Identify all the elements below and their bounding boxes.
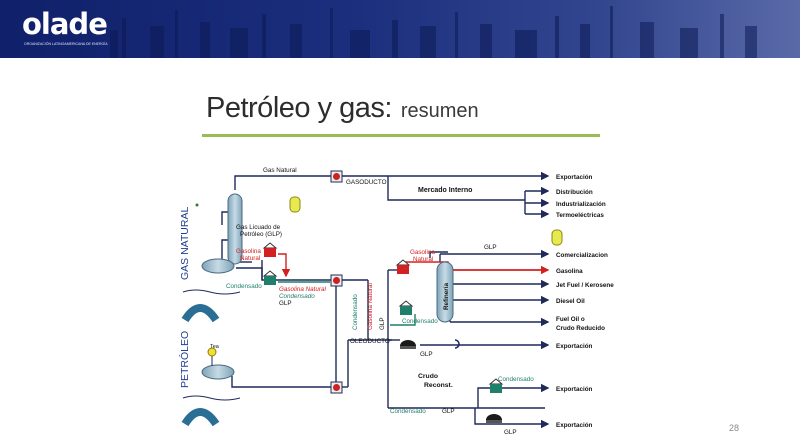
label-condensado-bottom: Condensado (390, 408, 426, 415)
label-exportacion-4: Exportación (556, 422, 593, 429)
oil-separator-icon (201, 364, 235, 380)
oil-well-icon (181, 408, 220, 427)
label-gasolina-natural-1: Gasolina (236, 248, 261, 255)
label-termoelectricas: Termoeléctricas (556, 212, 604, 219)
label-condensado-exp: Condensado (498, 376, 534, 383)
label-exportacion-2: Exportación (556, 343, 593, 350)
label-refineria: Refinería (443, 283, 450, 310)
glp-cylinder-icons (289, 196, 563, 246)
gas-separator-icon (201, 258, 235, 274)
label-crudo-1: Crudo (418, 373, 438, 380)
side-label-petroleo: PETRÓLEO (178, 331, 191, 388)
label-gasoducto: GASODUCTO (346, 179, 387, 186)
label-glp-sphere-2: GLP (504, 429, 517, 436)
label-vert-condensado: Condensado (352, 294, 359, 330)
gas-well-icon (181, 304, 220, 323)
flare-icon (207, 347, 217, 357)
label-combo-condensado: Condensado (279, 293, 315, 300)
logo-tagline: ORGANIZACIÓN LATINOAMERICANA DE ENERGÍA (24, 42, 108, 46)
label-ref-glp: GLP (484, 244, 497, 251)
label-vert-gasolina: Gasolina Natural (367, 283, 374, 330)
label-diesel: Diesel Oil (556, 298, 585, 305)
label-ref-gasolina-1: Gasolina (410, 249, 435, 256)
label-fuel-oil-2: Crudo Reducido (556, 325, 605, 332)
label-glp-sphere-1: GLP (420, 351, 433, 358)
label-jet-fuel: Jet Fuel / Kerosene (556, 282, 614, 289)
label-exportacion-3: Exportación (556, 386, 593, 393)
label-fuel-oil-1: Fuel Oil o (556, 316, 585, 323)
label-comercializacion: Comercializacion (556, 252, 608, 259)
side-label-gas-natural: GAS NATURAL (179, 207, 191, 280)
label-glp-2: Petróleo (GLP) (240, 231, 282, 238)
label-gasolina-natural-2: Natural (240, 255, 260, 262)
label-ref-gasolina-2: Natural (413, 256, 433, 263)
title-sub: resumen (400, 100, 479, 122)
label-industrializacion: Industrialización (556, 201, 606, 208)
label-mercado-interno: Mercado Interno (418, 187, 472, 194)
label-vert-glp: GLP (379, 317, 386, 330)
storage-tank-icons (262, 242, 504, 393)
slide-number: 28 (729, 423, 740, 433)
slide-title: Petróleo y gas: resumen (206, 88, 479, 125)
label-oleoducto: OLEODUCTO (350, 338, 390, 345)
header-banner: olade ORGANIZACIÓN LATINOAMERICANA DE EN… (0, 0, 800, 58)
label-gasolina: Gasolina (556, 268, 583, 275)
title-underline (202, 134, 600, 137)
label-glp-bottom: GLP (442, 408, 455, 415)
olade-logo: olade (22, 7, 108, 41)
label-glp-1: Gas Licuado de (236, 224, 281, 231)
label-distribucion: Distribución (556, 189, 593, 196)
title-main: Petróleo y gas: (206, 92, 392, 124)
label-condensado-1: Condensado (226, 283, 262, 290)
label-combo-glp: GLP (279, 300, 292, 307)
refinery-skyline-graphic (110, 6, 757, 58)
label-crudo-2: Reconst. (424, 382, 453, 389)
label-exportacion-1: Exportación (556, 174, 593, 181)
label-combo-gasolina: Gasolina Natural (279, 286, 327, 293)
glp-sphere-icons (400, 340, 502, 423)
refinery-column-icon (436, 261, 454, 323)
glp-column-icon (227, 193, 243, 265)
label-gas-natural: Gas Natural (263, 167, 297, 174)
valve-icons (330, 170, 343, 394)
label-tea: Tea (210, 344, 220, 350)
label-ref-condensado: Condensado (402, 318, 438, 325)
